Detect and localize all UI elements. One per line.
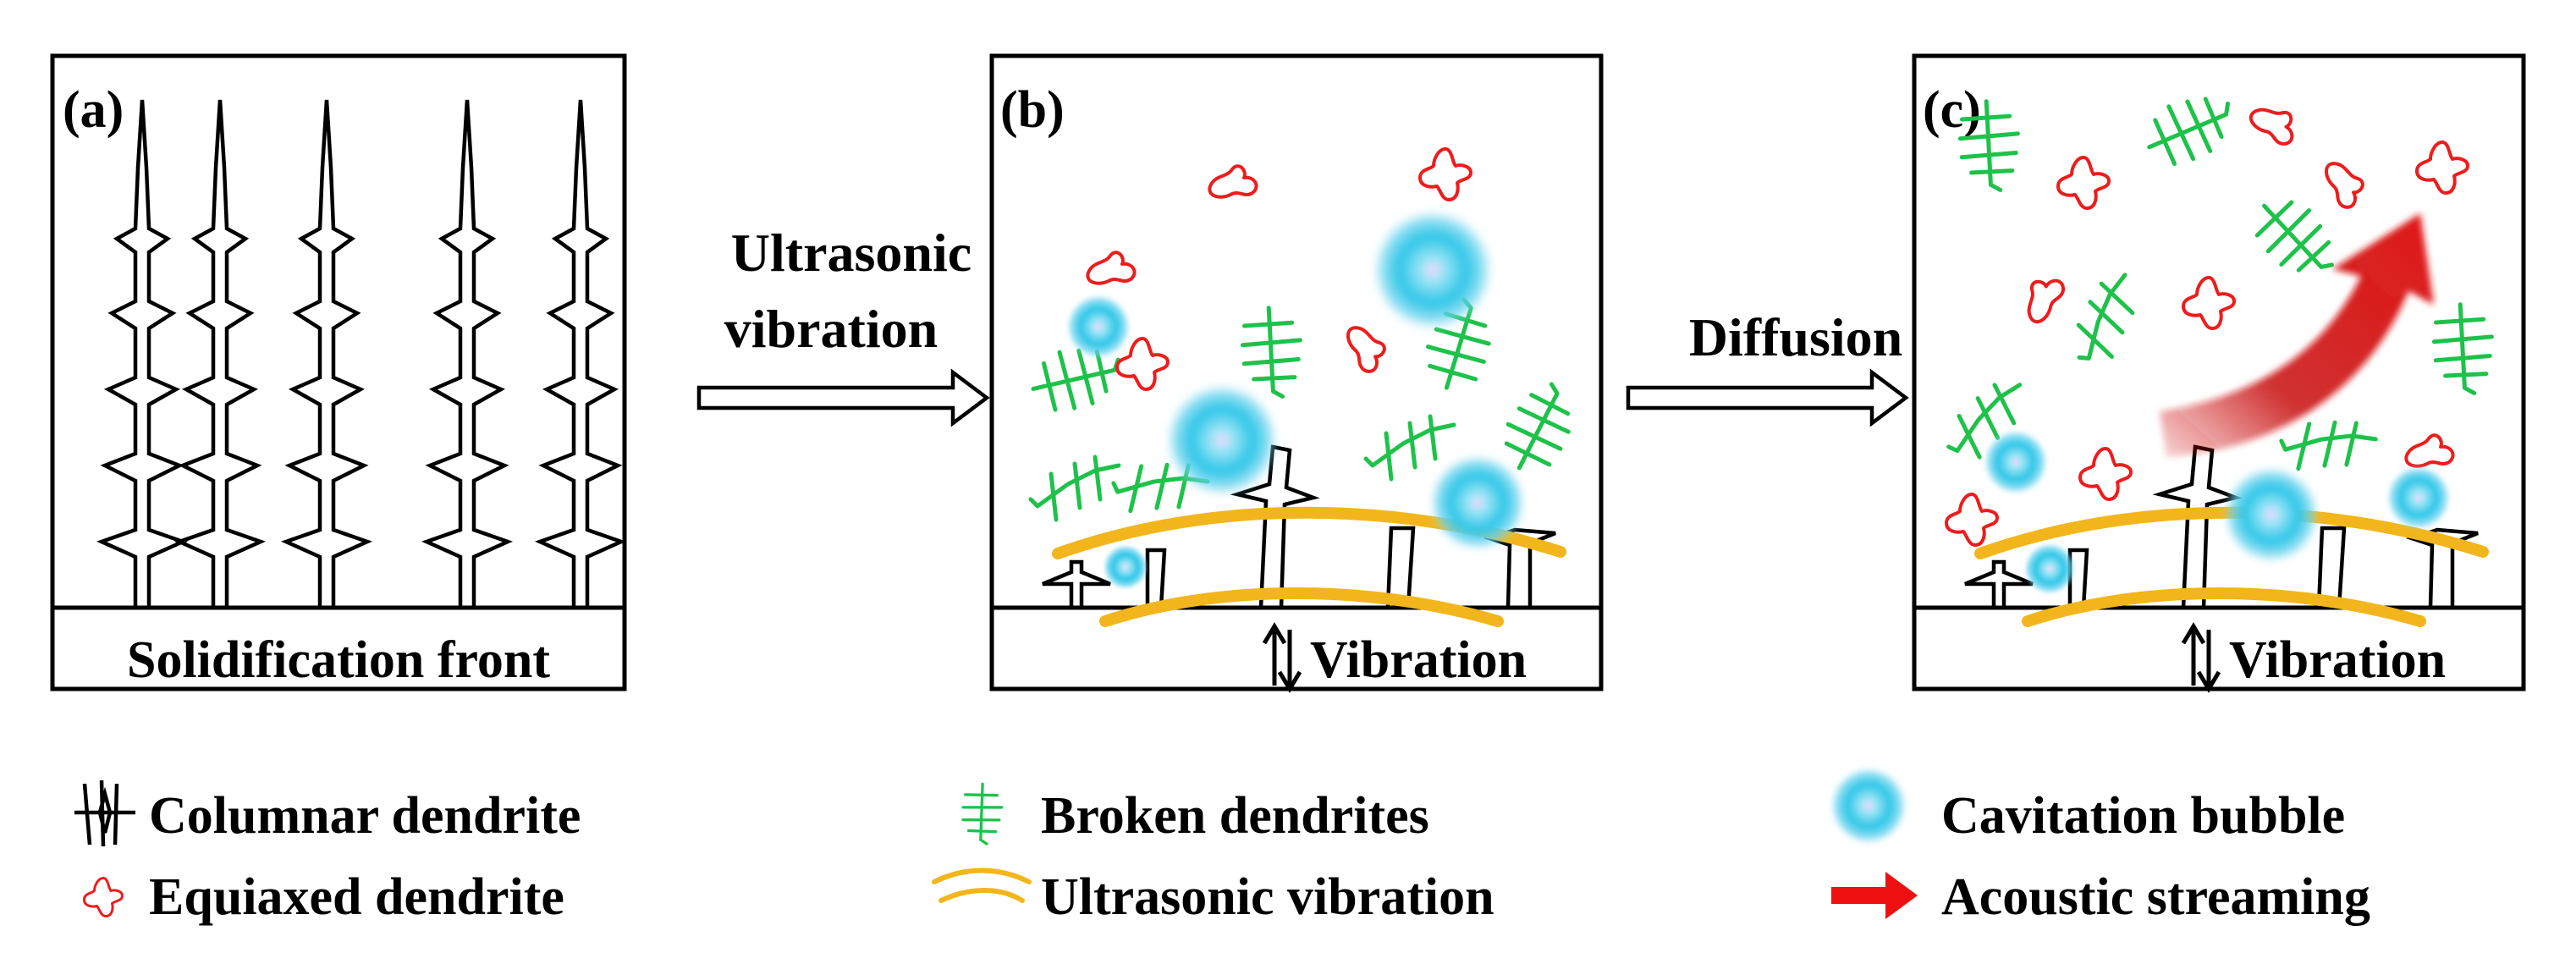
panel-c-vibration-marker: Vibration [2181,622,2446,693]
cavitation-bubble [1372,209,1494,331]
panel-a-floor-caption: Solidification front [127,631,550,689]
transition-ab-line1: Ultrasonic [731,223,972,283]
panel-c-label: (c) [1923,81,1981,139]
legend-columnar-label: Columnar dendrite [149,787,581,845]
columnar-dendrite-stub [1042,559,1111,608]
columnar-dendrite-stub [1964,559,2034,608]
cavitation-bubble [1984,430,2049,495]
broken-dendrite-icon [958,781,1006,847]
columnar-dendrite-stub [1385,526,1416,609]
columnar-dendrite-stub [1145,548,1167,609]
transition-bc-line1: Diffusion [1689,307,1903,367]
cavitation-bubble [2222,465,2320,563]
panel-b-label: (b) [1000,81,1065,139]
legend-streaming: Acoustic streaming [1831,868,2370,926]
ultrasonic-wave [2022,587,2426,627]
legend-streaming-label: Acoustic streaming [1941,868,2370,926]
columnar-dendrite-stub [2316,526,2347,609]
legend-equiaxed: Equiaxed dendrite [83,868,564,926]
columnar-dendrite-icon [74,779,135,847]
cavitation-bubble-icon [1830,767,1907,845]
cavitation-bubble [1103,544,1148,590]
acoustic-streaming-arrow [2160,213,2434,457]
transition-bc-arrow [1626,368,1909,427]
legend-equiaxed-label: Equiaxed dendrite [149,868,564,926]
down-arrow-icon [2196,630,2221,693]
columnar-dendrite-stub [1230,444,1320,609]
panel-b-vibration-marker: Vibration [1262,622,1527,693]
legend-columnar: Columnar dendrite [74,779,581,847]
down-arrow-icon [1277,630,1302,693]
ultrasonic-wave-icon [932,868,1032,903]
up-arrow-icon [2181,622,2206,686]
panel-a-label: (a) [63,81,124,139]
panel-c-floor-caption: Vibration [2229,631,2446,689]
legend-broken-label: Broken dendrites [1041,787,1429,845]
legend-bubble-label: Cavitation bubble [1941,787,2345,845]
legend-ultrasonic: Ultrasonic vibration [932,868,1494,926]
legend-bubble: Cavitation bubble [1830,767,2345,845]
cavitation-bubble [1165,383,1279,497]
panel-b: (b) [989,53,1604,693]
transition-ab-line2: vibration [724,299,938,359]
panel-c: (c) [1912,53,2526,693]
equiaxed-dendrite-icon [83,877,124,917]
panel-a: (a) Solidification front [50,53,627,691]
transition-ab: Ultrasonic vibration [696,223,990,427]
ultrasonic-wave [1099,587,1504,627]
transition-bc: Diffusion [1626,307,1909,427]
legend: Columnar dendrite Equiaxed dendrite Brok… [74,767,2370,926]
up-arrow-icon [1262,622,1287,686]
cavitation-bubble [1428,454,1526,551]
acoustic-streaming-icon [1831,872,1918,919]
cavitation-bubble [1066,295,1131,360]
legend-broken: Broken dendrites [958,781,1429,847]
transition-ab-arrow [696,368,990,427]
cavitation-bubble [2386,465,2452,531]
panel-b-floor-caption: Vibration [1310,631,1527,689]
legend-ultrasonic-label: Ultrasonic vibration [1041,868,1494,926]
cavitation-bubble [2023,543,2075,594]
